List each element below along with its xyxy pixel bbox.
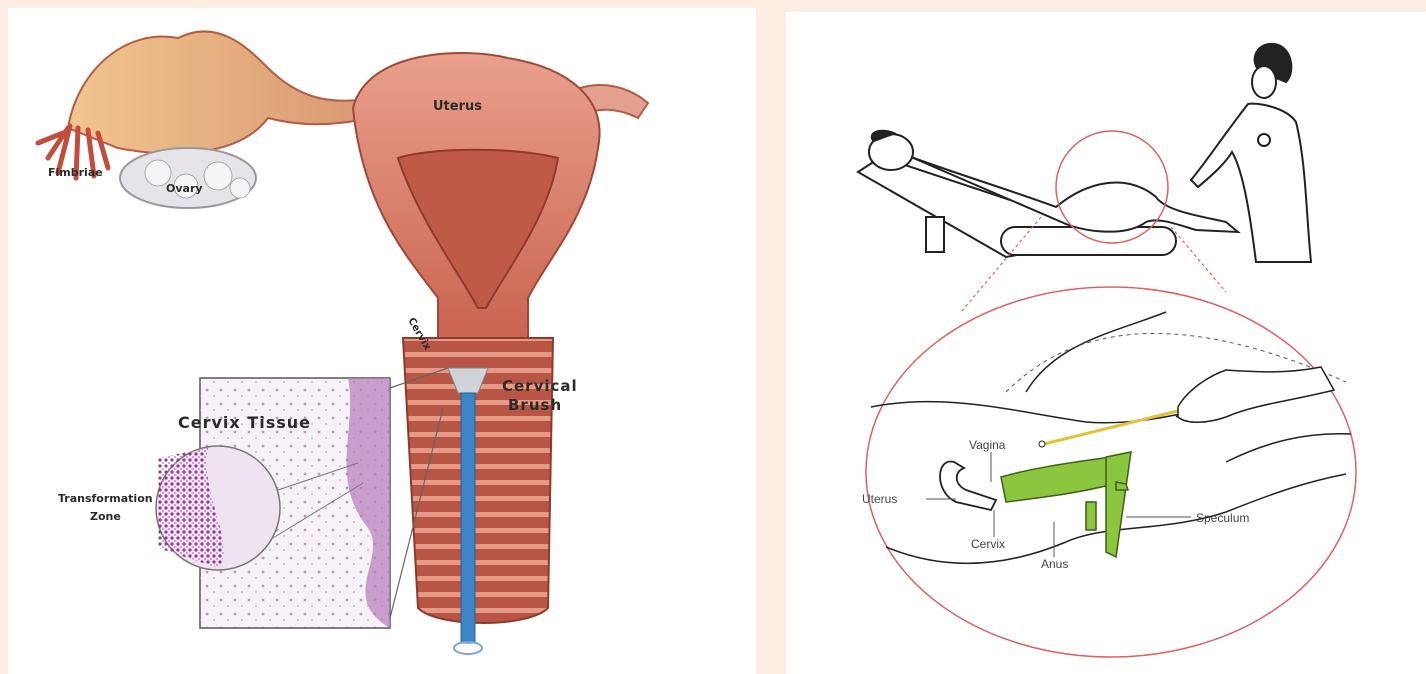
label-anus: Anus [1041, 557, 1068, 571]
pelvic-exam-illustration: Vagina Uterus Cervix Anus Speculum [786, 12, 1426, 674]
label-transformation-zone-line1: Transformation [58, 492, 153, 505]
label-uterus: Uterus [862, 492, 897, 506]
label-cervical-brush-line1: Cervical [502, 377, 578, 395]
label-cervix: Cervix [971, 537, 1005, 551]
label-uterus: Uterus [433, 99, 482, 114]
label-cervical-brush-line2: Brush [508, 396, 562, 414]
label-vagina: Vagina [969, 438, 1006, 452]
pelvic-exam-panel: Vagina Uterus Cervix Anus Speculum [786, 12, 1426, 674]
label-transformation-zone-line2: Zone [90, 510, 121, 523]
ovary [120, 148, 256, 208]
fallopian-tube [68, 31, 360, 153]
label-speculum: Speculum [1196, 511, 1249, 525]
label-ovary: Ovary [166, 182, 203, 195]
anatomy-illustration: Fimbriae Ovary Uterus Cervix Cervical Br… [8, 8, 756, 674]
anatomy-illustration-panel: Fimbriae Ovary Uterus Cervix Cervical Br… [8, 8, 756, 674]
label-cervix-tissue: Cervix Tissue [178, 413, 311, 432]
label-fimbriae: Fimbriae [48, 166, 103, 179]
